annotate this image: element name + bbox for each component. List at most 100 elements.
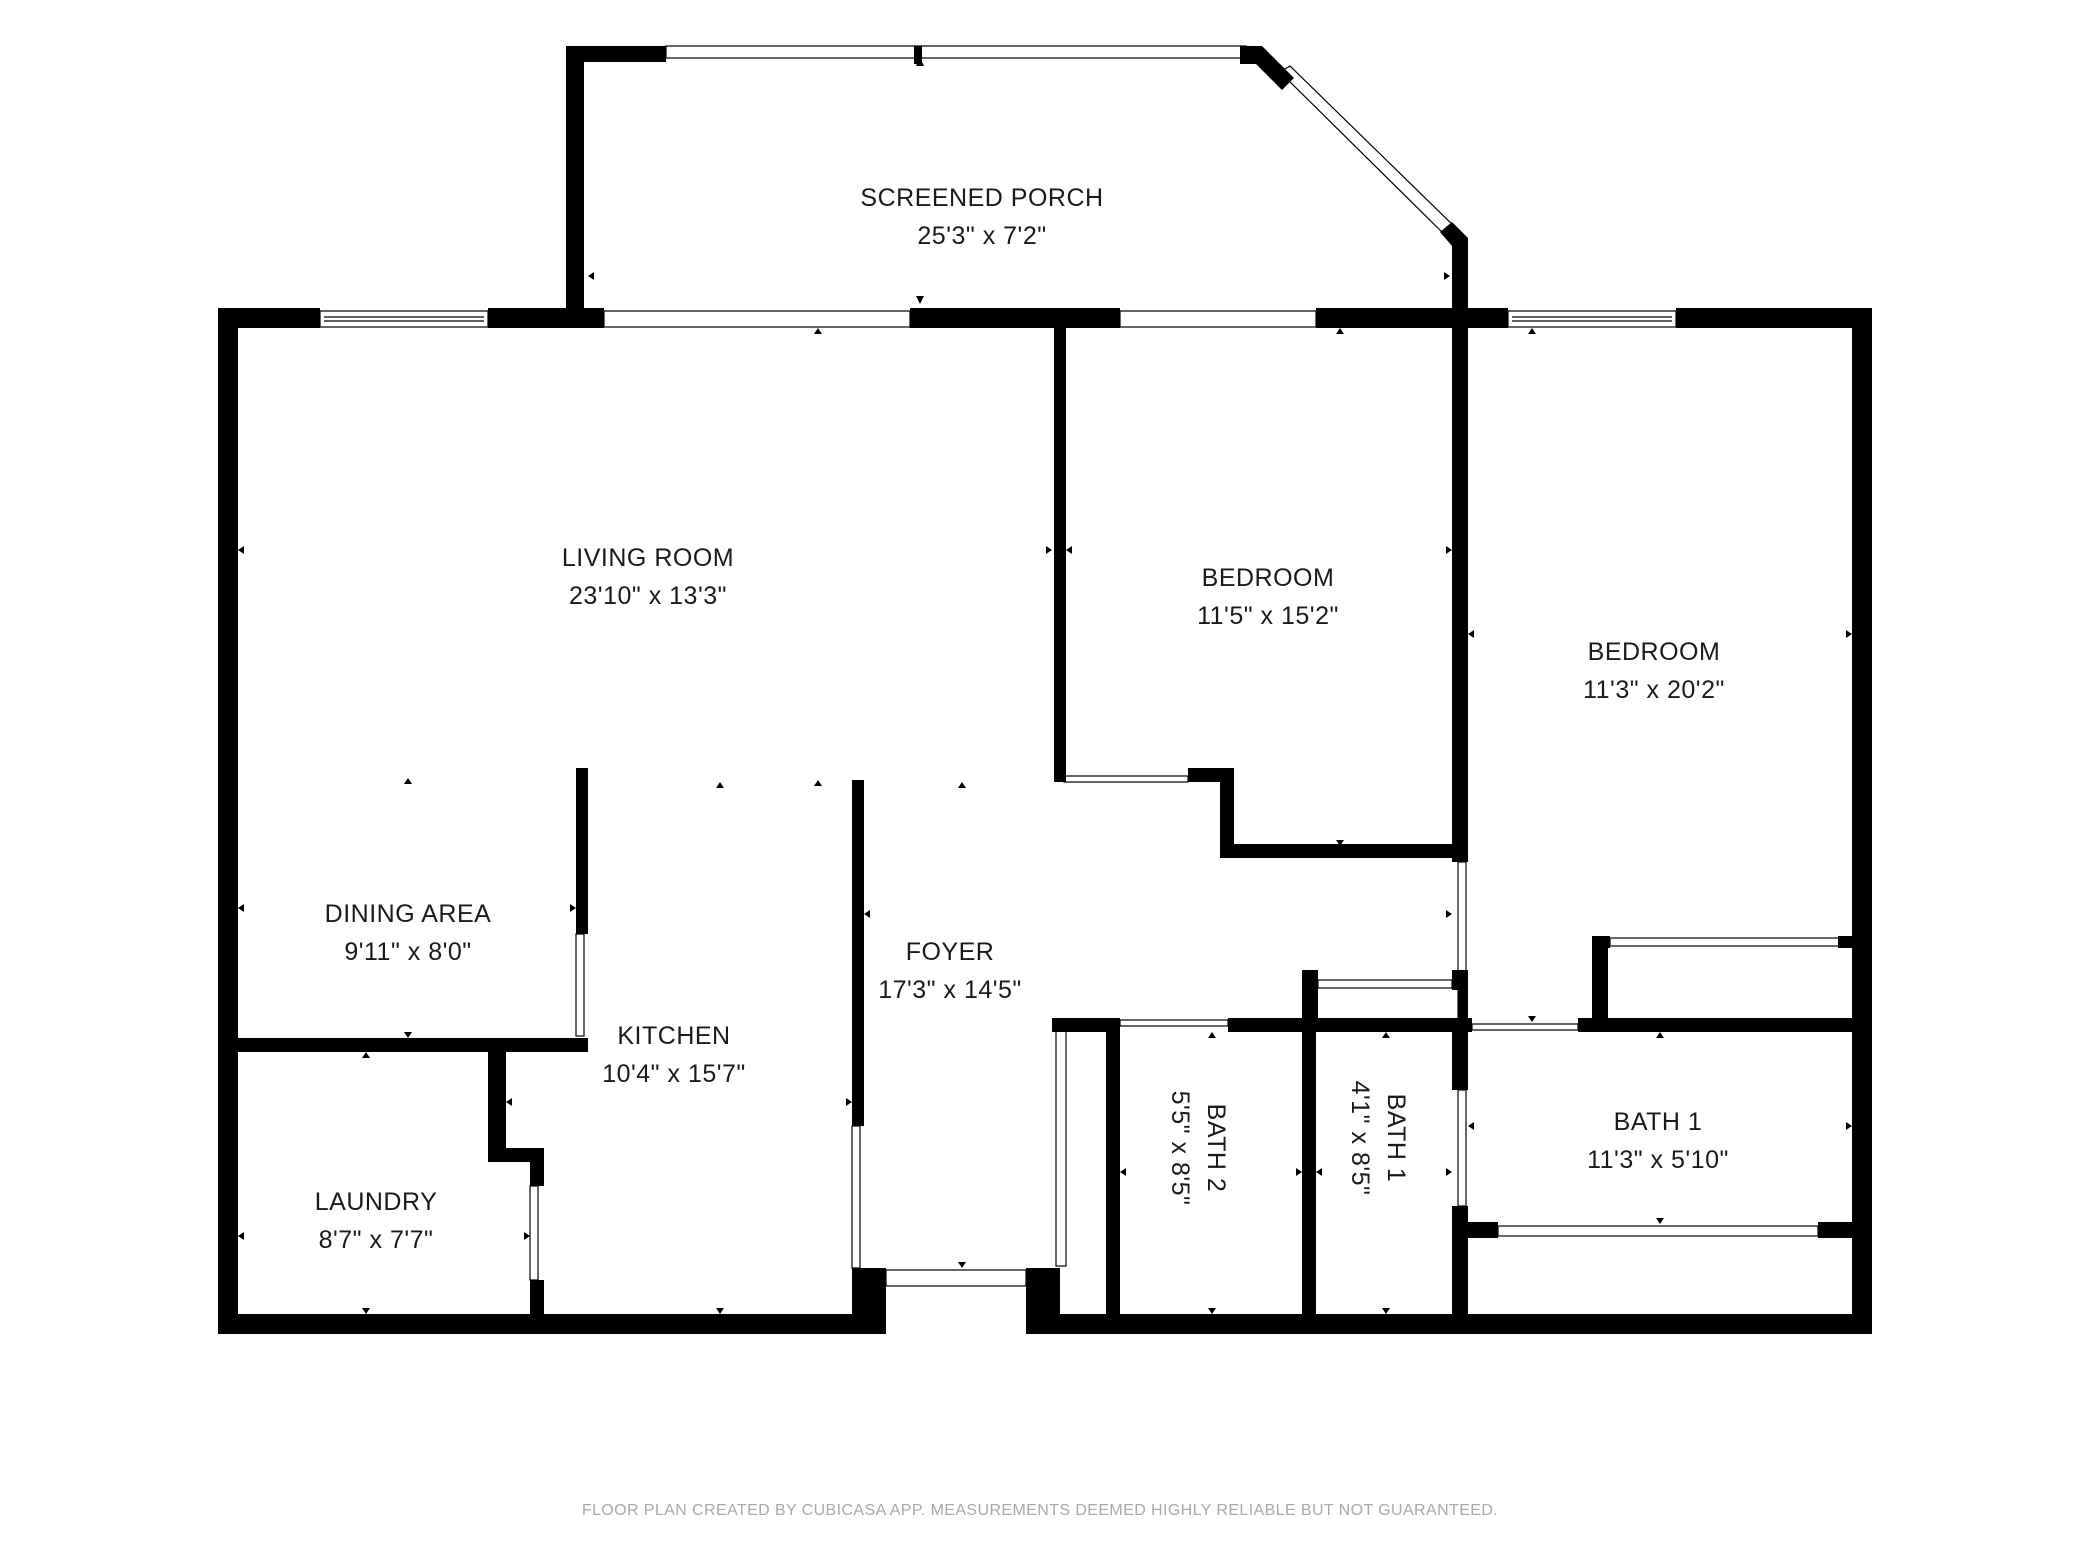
room-dims-laundry: 8'7" x 7'7" [319,1226,434,1254]
room-name-screened-porch: SCREENED PORCH [860,184,1103,212]
room-name-bath-2: BATH 2 [1202,1104,1230,1193]
room-dims-bedroom-1: 11'5" x 15'2" [1197,602,1339,630]
openings [319,45,1843,1287]
marker [1468,630,1474,638]
marker [864,910,870,918]
room-dims-bath-1-small: 4'1" x 8'5" [1346,1081,1374,1196]
room-dims-foyer: 17'3" x 14'5" [878,976,1022,1004]
marker [1846,1122,1852,1130]
marker [362,1308,370,1314]
marker [1528,1016,1536,1022]
wall [576,768,588,934]
bedroom1-top-opening [1119,310,1317,328]
laundry-door [529,1185,539,1281]
wall [1440,222,1468,328]
marker [916,296,924,304]
marker [1336,328,1344,334]
living-window [319,310,489,328]
marker [716,782,724,788]
wall [530,1148,544,1186]
measure-markers [238,58,1852,1314]
marker [238,904,244,912]
room-name-bedroom-2: BEDROOM [1588,638,1721,666]
wall [488,308,604,328]
bath-1-small-label-group: BATH 1 4'1" x 8'5" [1346,1081,1410,1196]
wall [910,308,1120,328]
bath-2-label-group: BATH 2 5'5" x 8'5" [1166,1091,1230,1206]
room-dims-bath-1: 11'3" x 5'10" [1587,1146,1729,1174]
marker [846,1098,852,1106]
room-name-living-room: LIVING ROOM [562,544,734,572]
marker [1446,1168,1452,1176]
marker [716,1308,724,1314]
wall [914,46,922,64]
bedroom2-closet-opening [1609,937,1843,947]
porch-top-opening [665,45,1247,59]
marker [1316,1168,1322,1176]
kitchen-foyer-opening [851,1125,861,1269]
wall [566,46,584,328]
wall [1220,768,1234,858]
wall [1052,1018,1120,1032]
kitchen-dining-opening [575,933,585,1037]
marker [404,778,412,784]
marker [1656,1032,1664,1038]
marker [238,1232,244,1240]
marker [1528,328,1536,334]
marker [1382,1032,1390,1038]
bedroom2-window [1507,310,1677,328]
wall [1046,1268,1060,1334]
wall [1592,936,1610,948]
marker [1446,546,1452,554]
room-dims-living-room: 23'10" x 13'3" [569,582,727,610]
marker [1656,1218,1664,1224]
walls [218,46,1872,1334]
wall [1302,970,1316,1316]
wall [1838,936,1854,948]
wall [1106,1030,1120,1316]
room-name-dining-area: DINING AREA [325,900,492,928]
marker [1444,272,1450,280]
wall [530,1280,544,1320]
wall [1818,1222,1854,1238]
room-dims-bath-2: 5'5" x 8'5" [1166,1091,1194,1206]
wall [1458,1222,1498,1238]
room-name-foyer: FOYER [906,938,995,966]
wall [488,1148,538,1162]
marker [916,58,924,66]
wall [1852,308,1872,1334]
wall [1316,308,1508,328]
room-dims-bedroom-2: 11'3" x 20'2" [1583,676,1725,704]
marker [1336,840,1344,846]
marker [958,782,966,788]
wall [236,1038,588,1052]
living-porch-opening [603,310,911,328]
marker [1208,1308,1216,1314]
wall [1054,326,1066,782]
marker [1296,1168,1302,1176]
marker [1066,546,1072,554]
bedroom2-hall-opening [1471,1023,1579,1031]
wall [488,1040,506,1160]
wall [218,308,320,328]
wall [1452,326,1468,862]
wall [1452,1030,1468,1090]
wall [1592,936,1608,1032]
wall [1228,1018,1472,1032]
marker [1382,1308,1390,1314]
room-name-bath-1-small: BATH 1 [1382,1094,1410,1183]
wall [1220,844,1460,858]
room-name-laundry: LAUNDRY [315,1188,438,1216]
wall [1578,1018,1854,1032]
porch-diagonal-screen [1279,65,1461,241]
marker [1208,1032,1216,1038]
bath1-door [1317,979,1453,989]
bedroom1-foyer-opening [1063,775,1189,783]
marker [1846,630,1852,638]
room-labels: SCREENED PORCH 25'3" x 7'2" LIVING ROOM … [315,184,1729,1254]
room-dims-dining-area: 9'11" x 8'0" [344,938,471,966]
marker [588,272,594,280]
marker [814,328,822,334]
marker [362,1052,370,1058]
